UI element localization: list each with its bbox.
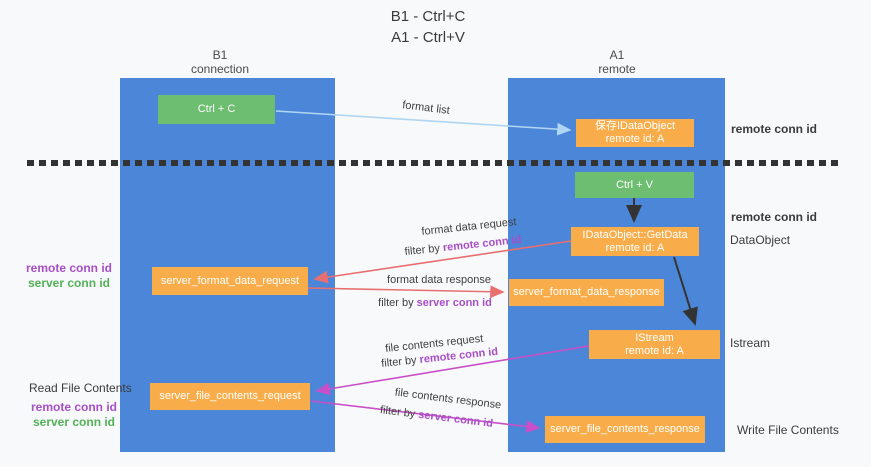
- node-save-idataobject-line1: 保存IDataObject: [594, 120, 676, 132]
- annotation-server-conn-id-left-2: server conn id: [32, 415, 116, 429]
- node-save-idataobject: 保存IDataObject remote id: A: [576, 119, 694, 147]
- lane-a1-name: A1: [609, 48, 625, 62]
- node-server-format-data-response: server_format_data_response: [509, 279, 664, 306]
- node-server-file-contents-request: server_file_contents_request: [150, 383, 310, 410]
- arrow-getdata-to-istream: [673, 256, 698, 326]
- lane-header-a1: A1 remote: [547, 48, 687, 76]
- diagram-title: B1 - Ctrl+C A1 - Ctrl+V: [0, 6, 856, 48]
- node-server-format-data-request: server_format_data_request: [152, 267, 308, 295]
- annotation-remote-conn-id-right-2: remote conn id: [731, 210, 818, 224]
- node-save-idataobject-line2: remote id: A: [605, 133, 665, 145]
- annotation-dataobject: DataObject: [730, 233, 791, 247]
- node-ctrl-v-label: Ctrl + V: [616, 178, 653, 191]
- node-format-request-label: server_format_data_request: [160, 274, 300, 287]
- node-istream-line2: remote id: A: [625, 344, 684, 357]
- filter-id-2: server conn id: [416, 297, 492, 309]
- arrow-format-data-request: [313, 240, 572, 284]
- lane-header-b1: B1 connection: [150, 48, 290, 76]
- node-server-file-contents-response: server_file_contents_response: [545, 416, 705, 443]
- annotation-server-conn-id-left-1: server conn id: [27, 276, 111, 290]
- annotation-remote-conn-id-right-1: remote conn id: [731, 122, 818, 136]
- annotation-remote-conn-id-left-1: remote conn id: [26, 261, 113, 275]
- arrow-format-list: [275, 110, 572, 136]
- node-file-request-label: server_file_contents_request: [159, 390, 301, 402]
- arrow-file-contents-request: [315, 345, 590, 396]
- edge-label-format-data-response: format data response: [387, 274, 491, 286]
- arrow-file-contents-response: [310, 400, 541, 433]
- arrow-format-data-response: [307, 285, 505, 299]
- node-idataobject-getdata: IDataObject::GetData remote id: A: [571, 227, 699, 256]
- node-istream: IStream remote id: A: [589, 330, 720, 359]
- annotation-left-conn-ids-2: remote conn id server conn id: [31, 400, 117, 430]
- lane-b1-name: B1: [212, 48, 228, 62]
- node-ctrl-c-label: Ctrl + C: [197, 103, 236, 115]
- node-getdata-line1: IDataObject::GetData: [582, 228, 688, 241]
- node-getdata-line2: remote id: A: [605, 241, 665, 254]
- filter-prefix-2: filter by: [378, 297, 417, 309]
- annotation-read-file-contents: Read File Contents: [29, 381, 132, 395]
- annotation-write-file-contents: Write File Contents: [737, 423, 839, 437]
- annotation-istream: Istream: [730, 336, 771, 350]
- annotation-left-conn-ids-1: remote conn id server conn id: [26, 261, 112, 291]
- node-file-response-label: server_file_contents_response: [550, 423, 700, 435]
- node-ctrl-c: Ctrl + C: [158, 95, 275, 124]
- edge-label-filter-by-server-conn-id-1: filter by server conn id: [378, 297, 492, 309]
- node-format-response-label: server_format_data_response: [513, 286, 660, 298]
- lane-a1-role: remote: [598, 62, 636, 76]
- session-divider-dashed-line: [27, 160, 843, 166]
- title-line-1: B1 - Ctrl+C: [390, 8, 466, 25]
- lane-b1-role: connection: [190, 62, 250, 76]
- node-ctrl-v: Ctrl + V: [575, 172, 694, 198]
- title-line-2: A1 - Ctrl+V: [391, 29, 465, 46]
- annotation-remote-conn-id-left-2: remote conn id: [31, 400, 118, 414]
- node-istream-line1: IStream: [635, 331, 674, 344]
